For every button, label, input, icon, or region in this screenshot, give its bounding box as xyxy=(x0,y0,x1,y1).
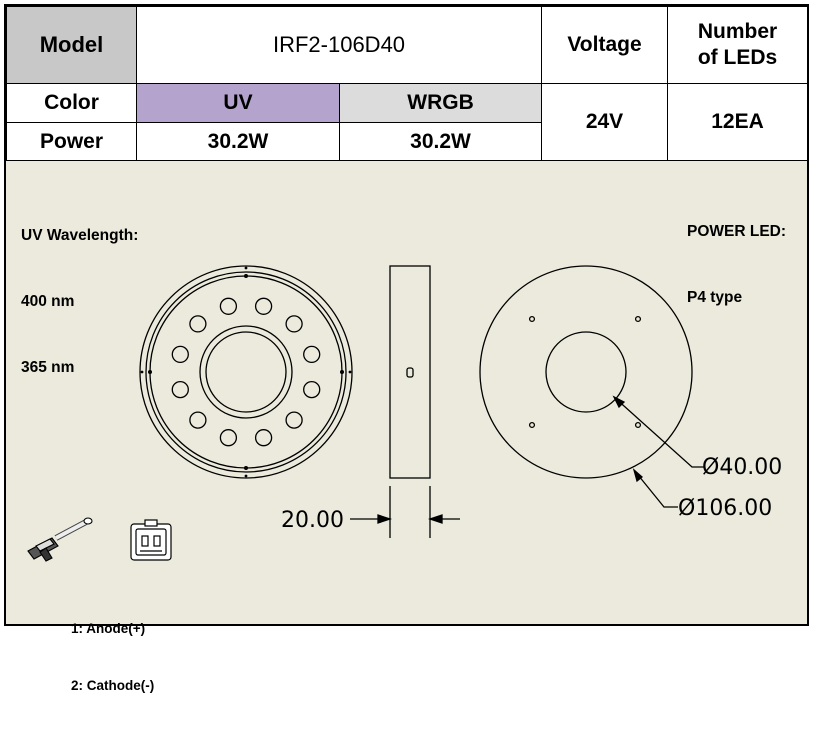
outer-diameter-leader xyxy=(632,468,678,508)
color-label: Color xyxy=(6,83,137,123)
led-hole xyxy=(254,429,273,447)
led-hole xyxy=(189,315,207,333)
thickness-dimension xyxy=(350,486,460,538)
uv-power: 30.2W xyxy=(136,122,340,161)
led-hole xyxy=(285,411,303,429)
led-hole xyxy=(285,315,303,333)
wavelength-400: 400 nm xyxy=(21,293,75,310)
wavelength-title: UV Wavelength: xyxy=(21,227,139,244)
datasheet: Model IRF2-106D40 Voltage Number of LEDs… xyxy=(4,4,809,693)
pin-cathode: 2: Cathode(-) xyxy=(71,678,155,693)
led-hole xyxy=(254,297,273,315)
leds-label-line2: of LEDs xyxy=(697,46,778,69)
inner-diameter-label: Ø40.00 xyxy=(702,455,782,480)
power-led-title: POWER LED: xyxy=(687,223,787,240)
back-view xyxy=(479,265,693,479)
inner-diameter-leader xyxy=(612,395,704,468)
voltage-label: Voltage xyxy=(541,6,669,84)
led-hole xyxy=(189,411,207,429)
led-hole xyxy=(171,380,189,399)
leds-label-line1: Number xyxy=(697,20,778,43)
led-hole xyxy=(171,345,189,364)
wrgb-power: 30.2W xyxy=(338,122,543,161)
wavelength-365: 365 nm xyxy=(21,359,75,376)
led-hole xyxy=(219,429,238,447)
wavelength-note: UV Wavelength: 400 nm 365 nm xyxy=(21,181,138,423)
connector-front-icon xyxy=(130,519,172,561)
power-led-note: POWER LED: P4 type xyxy=(687,177,786,353)
outer-diameter-label: Ø106.00 xyxy=(678,496,772,521)
connector-side-icon xyxy=(27,517,93,562)
led-hole xyxy=(303,380,321,399)
led-hole xyxy=(303,345,321,364)
thickness-label: 20.00 xyxy=(281,508,344,533)
leds-value: 12EA xyxy=(667,83,809,161)
power-led-type: P4 type xyxy=(687,289,743,306)
leds-label: Number of LEDs xyxy=(667,6,809,84)
power-label: Power xyxy=(6,122,137,161)
spec-table: Model IRF2-106D40 Voltage Number of LEDs… xyxy=(6,6,809,161)
wrgb-color-cell: WRGB xyxy=(338,83,543,123)
technical-drawing: 20.00 Ø40.00 Ø106.00 xyxy=(27,265,782,562)
model-value: IRF2-106D40 xyxy=(135,6,543,84)
side-view xyxy=(389,265,431,479)
led-holes xyxy=(171,297,321,447)
uv-color-cell: UV xyxy=(136,83,340,123)
model-label: Model xyxy=(6,6,137,84)
voltage-value: 24V xyxy=(541,83,669,161)
led-hole xyxy=(219,297,238,315)
front-view xyxy=(139,265,353,479)
